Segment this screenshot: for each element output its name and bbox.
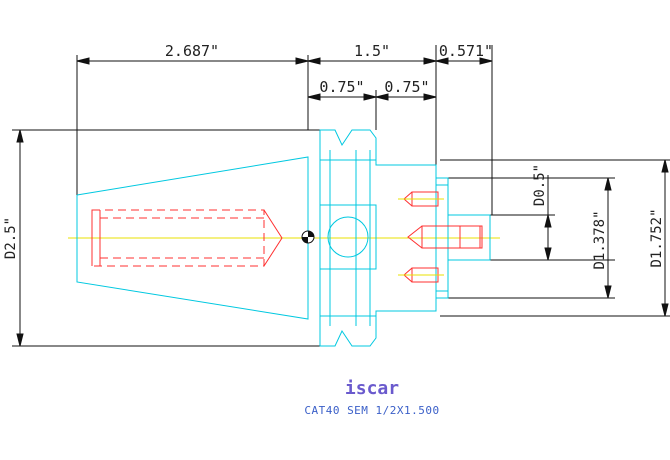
tool-holder-outline [76, 129, 491, 347]
hidden-features [91, 191, 483, 283]
dim-face-inner-diameter: D1.378" [592, 210, 608, 269]
dim-flange-to-face: 1.5" [354, 42, 390, 60]
dim-projection: 0.571" [439, 42, 493, 60]
dimension-lines [12, 45, 670, 347]
dim-bore-diameter: D0.5" [532, 164, 548, 206]
dim-taper-length: 2.687" [165, 42, 219, 60]
dim-flange-right: 0.75" [384, 78, 429, 96]
dim-face-outer-diameter: D1.752" [649, 208, 665, 267]
gauge-point-marker [301, 230, 315, 244]
brand-logo: iscar [345, 378, 399, 399]
drawing-caption: CAT40 SEM 1/2X1.500 [304, 404, 439, 417]
dim-flange-diameter: D2.5" [3, 217, 19, 259]
dim-flange-left: 0.75" [319, 78, 364, 96]
